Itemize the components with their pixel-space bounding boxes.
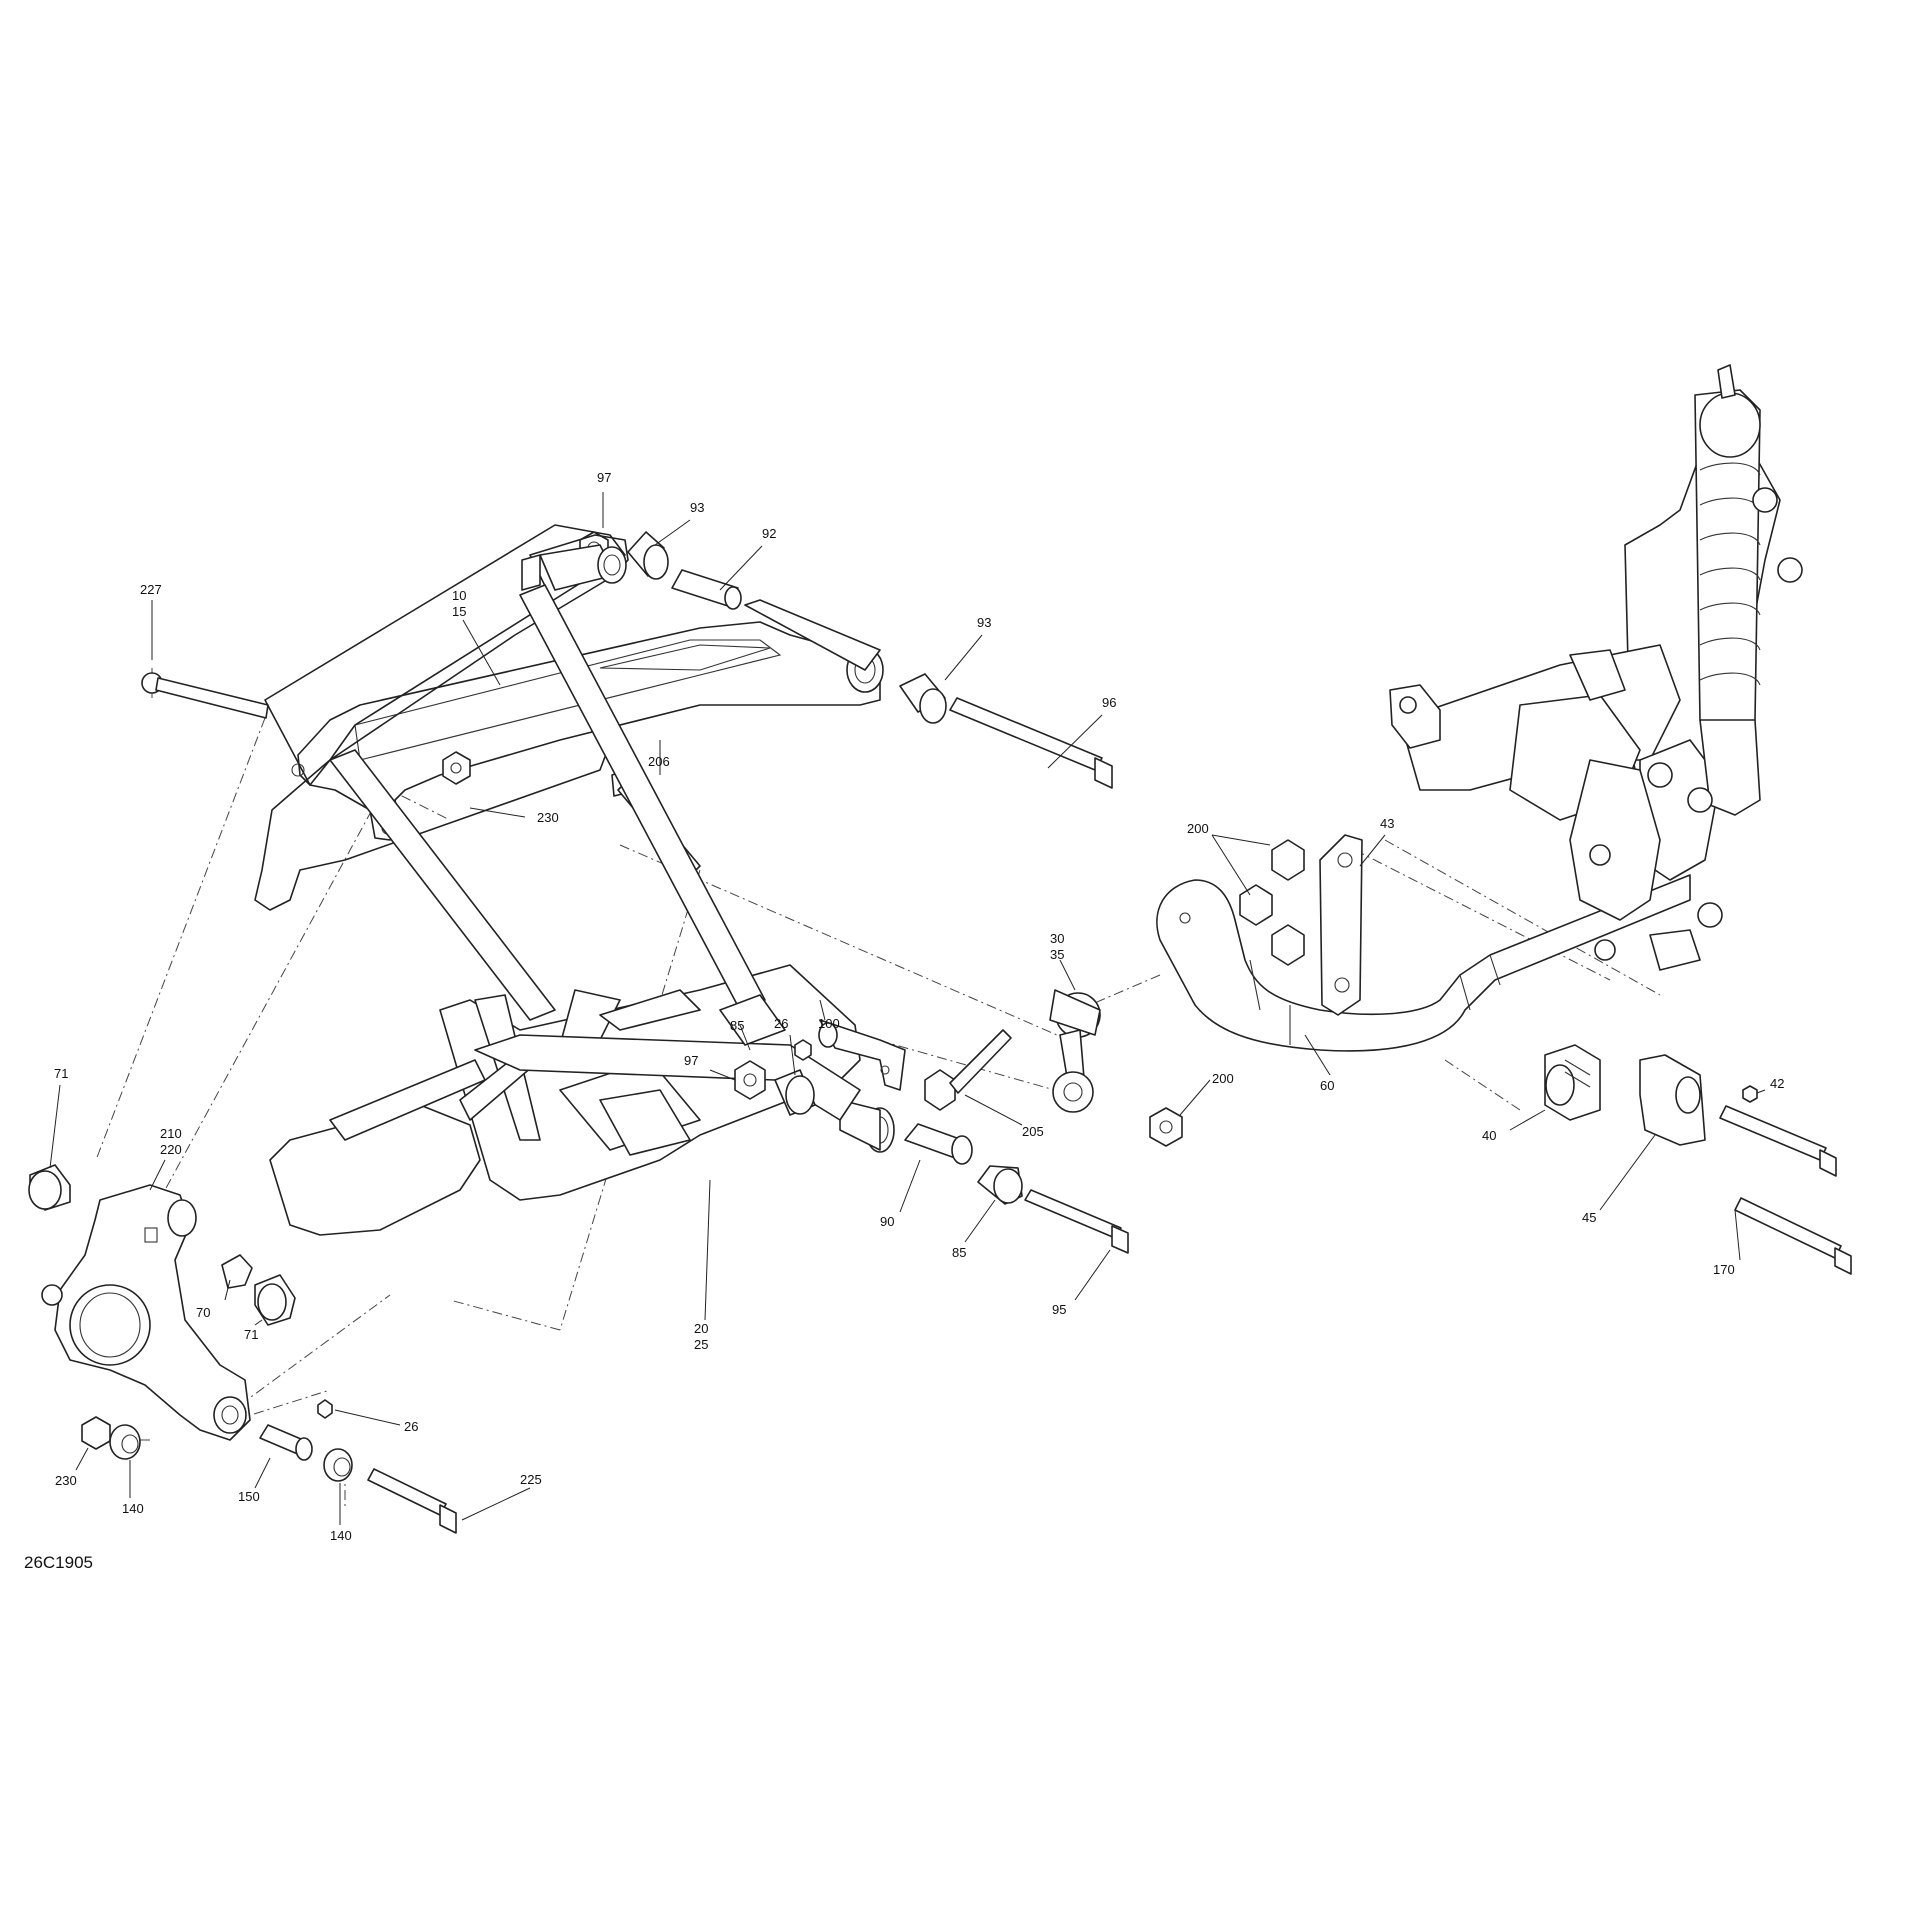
diagram-id: 26C1905 xyxy=(24,1553,93,1572)
callout-150: 150 xyxy=(238,1489,260,1504)
callout-92: 92 xyxy=(762,526,776,541)
callout-10: 10 xyxy=(452,588,466,603)
leader-lines xyxy=(49,492,1766,1525)
bolt-96 xyxy=(949,697,1113,789)
callout-95: 95 xyxy=(1052,1302,1066,1317)
callout-25: 25 xyxy=(694,1337,708,1352)
bolt-95 xyxy=(1024,1189,1129,1254)
nut-200-lower xyxy=(1149,1107,1183,1147)
callout-15: 15 xyxy=(452,604,466,619)
bracket-100 xyxy=(818,1019,906,1091)
plate-43 xyxy=(1319,834,1363,1016)
stabilizer-bar xyxy=(1156,874,1691,1052)
bushing-71-left xyxy=(28,1164,71,1211)
clamp-45 xyxy=(1639,1054,1706,1146)
callout-96: 96 xyxy=(1102,695,1116,710)
callout-200b: 200 xyxy=(1212,1071,1234,1086)
callout-42: 42 xyxy=(1770,1076,1784,1091)
lower-a-arm xyxy=(254,524,895,1236)
callout-26b: 26 xyxy=(404,1419,418,1434)
nut-230-lower xyxy=(81,1416,111,1450)
bushing-93-right xyxy=(899,673,947,724)
bolt-227 xyxy=(141,672,269,719)
bushing-40 xyxy=(1544,1044,1601,1121)
callout-210: 210 xyxy=(160,1126,182,1141)
callout-205: 205 xyxy=(1022,1124,1044,1139)
bolt-225 xyxy=(367,1468,457,1534)
bolt-upper-170 xyxy=(1719,1105,1837,1177)
callout-140b: 140 xyxy=(330,1528,352,1543)
bushing-85-lower xyxy=(977,1165,1023,1205)
callout-20: 20 xyxy=(694,1321,708,1336)
callout-230a: 230 xyxy=(537,810,559,825)
callout-170: 170 xyxy=(1713,1262,1735,1277)
callout-97b: 97 xyxy=(684,1053,698,1068)
nuts-200-upper xyxy=(1239,839,1305,966)
bushing-71-right xyxy=(254,1274,296,1326)
nut-42 xyxy=(1742,1085,1758,1103)
nut-26-upper xyxy=(794,1039,812,1061)
callout-45: 45 xyxy=(1582,1210,1596,1225)
callout-200a: 200 xyxy=(1187,821,1209,836)
callout-225: 225 xyxy=(520,1472,542,1487)
bolt-170 xyxy=(1734,1197,1852,1275)
nut-230-upper xyxy=(442,751,471,785)
callout-206: 206 xyxy=(648,754,670,769)
callout-30: 30 xyxy=(1050,931,1064,946)
washer-140-right xyxy=(323,1448,353,1482)
callout-85b: 85 xyxy=(952,1245,966,1260)
callout-70: 70 xyxy=(196,1305,210,1320)
callout-43: 43 xyxy=(1380,816,1394,831)
bushing-70 xyxy=(221,1254,253,1289)
callout-220: 220 xyxy=(160,1142,182,1157)
lower-arm-rear-pivot xyxy=(521,544,627,591)
callout-35: 35 xyxy=(1050,947,1064,962)
callout-85a: 85 xyxy=(730,1018,744,1033)
bushing-85-upper xyxy=(774,1069,816,1116)
callout-230b: 230 xyxy=(55,1473,77,1488)
nut-26-lower xyxy=(317,1399,333,1419)
shock-absorber xyxy=(1694,364,1761,816)
lower-arm-tubes xyxy=(329,584,861,1121)
bolt-205 xyxy=(924,1029,1012,1111)
callout-140a: 140 xyxy=(122,1501,144,1516)
callout-40: 40 xyxy=(1482,1128,1496,1143)
callout-90: 90 xyxy=(880,1214,894,1229)
callout-227: 227 xyxy=(140,582,162,597)
sleeve-150 xyxy=(259,1424,313,1461)
callout-93b: 93 xyxy=(977,615,991,630)
callout-71b: 71 xyxy=(244,1327,258,1342)
sleeve-92 xyxy=(671,569,742,610)
callout-labels: 97 93 92 227 10 15 93 96 230 206 200 43 … xyxy=(54,470,1784,1543)
callout-100: 100 xyxy=(818,1016,840,1031)
frame-mounts xyxy=(1389,487,1803,971)
callout-71a: 71 xyxy=(54,1066,68,1081)
washer-140-left xyxy=(109,1424,141,1460)
bushing-93-upper xyxy=(627,531,669,580)
nut-97-lower xyxy=(734,1060,766,1100)
callout-93a: 93 xyxy=(690,500,704,515)
callout-97a: 97 xyxy=(597,470,611,485)
callout-60: 60 xyxy=(1320,1078,1334,1093)
upper-a-arm xyxy=(291,599,884,841)
callout-26a: 26 xyxy=(774,1016,788,1031)
knuckle xyxy=(41,1184,251,1441)
stabilizer-link xyxy=(1049,989,1101,1113)
sleeve-90 xyxy=(904,1123,973,1165)
